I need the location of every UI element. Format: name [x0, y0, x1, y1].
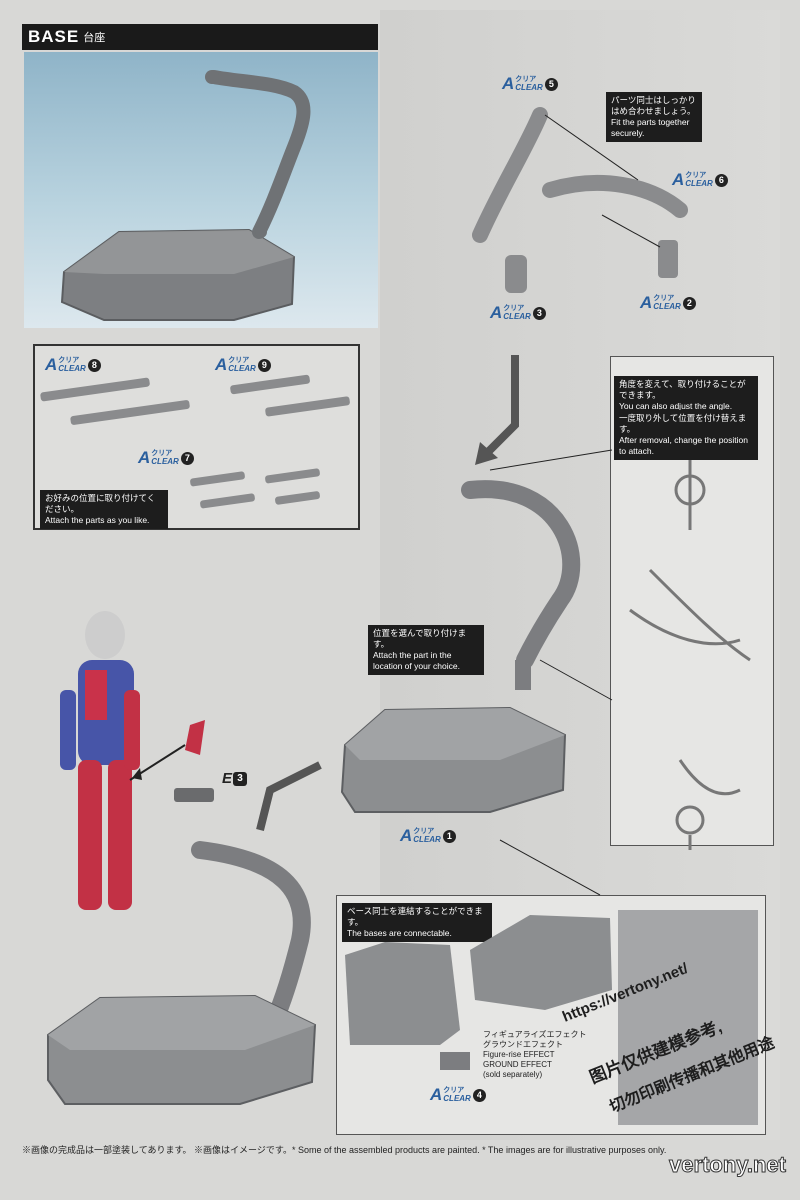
footer-note: ※画像の完成品は一部塗装してあります。 ※画像はイメージです。* Some of…	[22, 1145, 667, 1155]
optional-parts-drawings	[40, 374, 350, 509]
section-title-en: BASE	[28, 27, 80, 46]
hero-photo-base-stand	[24, 52, 378, 328]
callout-bases-connectable: ベース同士を連結することができます。The bases are connecta…	[342, 903, 492, 942]
stand-photo-illustration	[60, 70, 311, 321]
callout-change-position: 一度取り外して位置を付け替えます。After removal, change t…	[614, 410, 758, 460]
watermark-site: vertony.net	[669, 1152, 787, 1178]
part-a2-joint	[658, 240, 678, 278]
angle-detail-sketches	[629, 460, 751, 850]
ultraman-figure	[60, 611, 205, 910]
callout-choose-location: 位置を選んで取り付けます。Attach the part in the loca…	[368, 625, 484, 675]
section-title-jp: 台座	[83, 32, 106, 44]
part-a3-joint	[505, 255, 527, 293]
part-a6-arm	[542, 174, 688, 218]
callout-attach-as-you-like: お好みの位置に取り付けてください。Attach the parts as you…	[40, 490, 168, 529]
part-a5-arm	[472, 107, 548, 243]
assembled-arm	[461, 480, 581, 669]
callout-adjust-angle: 角度を変えて、取り付けることができます。You can also adjust …	[614, 376, 758, 415]
effect-product-note: フィギュアライズエフェクト グラウンドエフェクト Figure-rise EFF…	[483, 1030, 587, 1079]
callout-fit-parts: パーツ同士はしっかりはめ合わせましょう。Fit the parts togeth…	[606, 92, 702, 142]
section-header: BASE 台座	[22, 24, 378, 50]
